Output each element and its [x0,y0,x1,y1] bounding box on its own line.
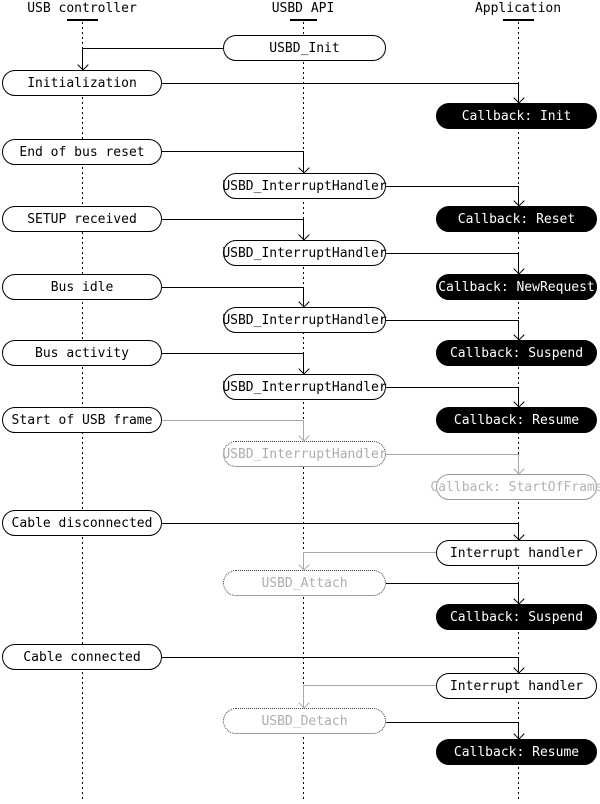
connector-line [518,454,519,474]
connector-line [518,657,519,673]
connector-line [518,387,519,407]
connector-line [518,253,519,274]
box-bus-idle: Bus idle [2,274,162,300]
column-header-rule [502,19,534,21]
arrow-down-icon [513,728,525,740]
box-callback-startofframe: Callback: StartOfFrame [430,474,600,500]
arrow-down-icon [298,697,310,709]
arrow-down-icon [513,329,525,341]
connector-line [162,151,303,152]
box-cable-disconnected: Cable disconnected [2,510,162,536]
box-callback-resume-1: Callback: Resume [436,407,597,433]
arrow-down-icon [513,396,525,408]
arrow-down-icon [513,463,525,475]
arrow-down-icon [298,229,310,241]
arrow-down-icon [513,263,525,275]
box-usbd-detach: USBD_Detach [223,708,386,734]
box-usbd-interrupthandler-4: USBD_InterruptHandler [222,374,387,400]
arrow-down-icon [77,59,89,71]
box-usbd-interrupthandler-2: USBD_InterruptHandler [222,240,387,266]
box-start-of-usb-frame: Start of USB frame [2,407,162,433]
connector-line [518,722,519,739]
box-usbd-interrupthandler-5: USBD_InterruptHandler [222,441,387,467]
box-usbd-interrupthandler-3: USBD_InterruptHandler [222,307,387,333]
connector-line [162,420,303,421]
arrow-down-icon [298,430,310,442]
connector-line [303,353,304,374]
connector-line [303,151,304,173]
connector-line [162,353,303,354]
connector-line [303,685,436,686]
connector-line [162,219,303,220]
box-initialization: Initialization [2,70,162,96]
column-header-rule [289,19,317,21]
column-header-usb-controller: USB controller [27,1,137,16]
arrow-down-icon [298,162,310,174]
connector-line [82,48,223,49]
connector-line [386,454,518,455]
arrow-down-icon [513,529,525,541]
box-usbd-init: USBD_Init [223,35,386,61]
arrow-down-icon [513,92,525,104]
column-header-application: Application [474,1,562,16]
box-callback-suspend-2: Callback: Suspend [436,604,597,630]
arrow-down-icon [298,296,310,308]
arrow-down-icon [513,195,525,207]
box-callback-reset: Callback: Reset [436,206,597,232]
box-callback-resume-2: Callback: Resume [436,739,597,765]
box-bus-activity: Bus activity [2,340,162,366]
box-setup-received: SETUP received [2,206,162,232]
box-end-of-bus-reset: End of bus reset [2,139,162,165]
column-header-rule [66,19,98,21]
lifeline-usbd-api [303,22,304,800]
connector-line [386,583,518,584]
connector-line [303,287,304,307]
arrow-down-icon [298,363,310,375]
box-cable-connected: Cable connected [2,644,162,670]
connector-line [518,583,519,604]
box-callback-newrequest: Callback: NewRequest [436,274,597,300]
connector-line [303,552,436,553]
connector-line [518,523,519,540]
box-interrupt-handler-1: Interrupt handler [436,540,597,566]
box-callback-init: Callback: Init [436,103,597,129]
connector-line [386,387,518,388]
connector-line [518,186,519,206]
connector-line [162,83,518,84]
connector-line [162,657,518,658]
connector-line [386,320,518,321]
connector-line [162,523,518,524]
connector-line [303,552,304,570]
column-header-usbd-api: USBD API [271,1,335,16]
connector-line [303,420,304,441]
box-usbd-attach: USBD_Attach [223,570,386,596]
arrow-down-icon [298,559,310,571]
connector-line [303,219,304,240]
connector-line [518,320,519,340]
connector-line [386,186,518,187]
box-usbd-interrupthandler-1: USBD_InterruptHandler [222,173,387,199]
connector-line [82,48,83,70]
connector-line [303,685,304,708]
connector-line [518,83,519,103]
arrow-down-icon [513,593,525,605]
box-callback-suspend-1: Callback: Suspend [436,340,597,366]
arrow-down-icon [513,662,525,674]
connector-line [386,722,518,723]
box-interrupt-handler-2: Interrupt handler [436,673,597,699]
connector-line [386,253,518,254]
connector-line [162,287,303,288]
